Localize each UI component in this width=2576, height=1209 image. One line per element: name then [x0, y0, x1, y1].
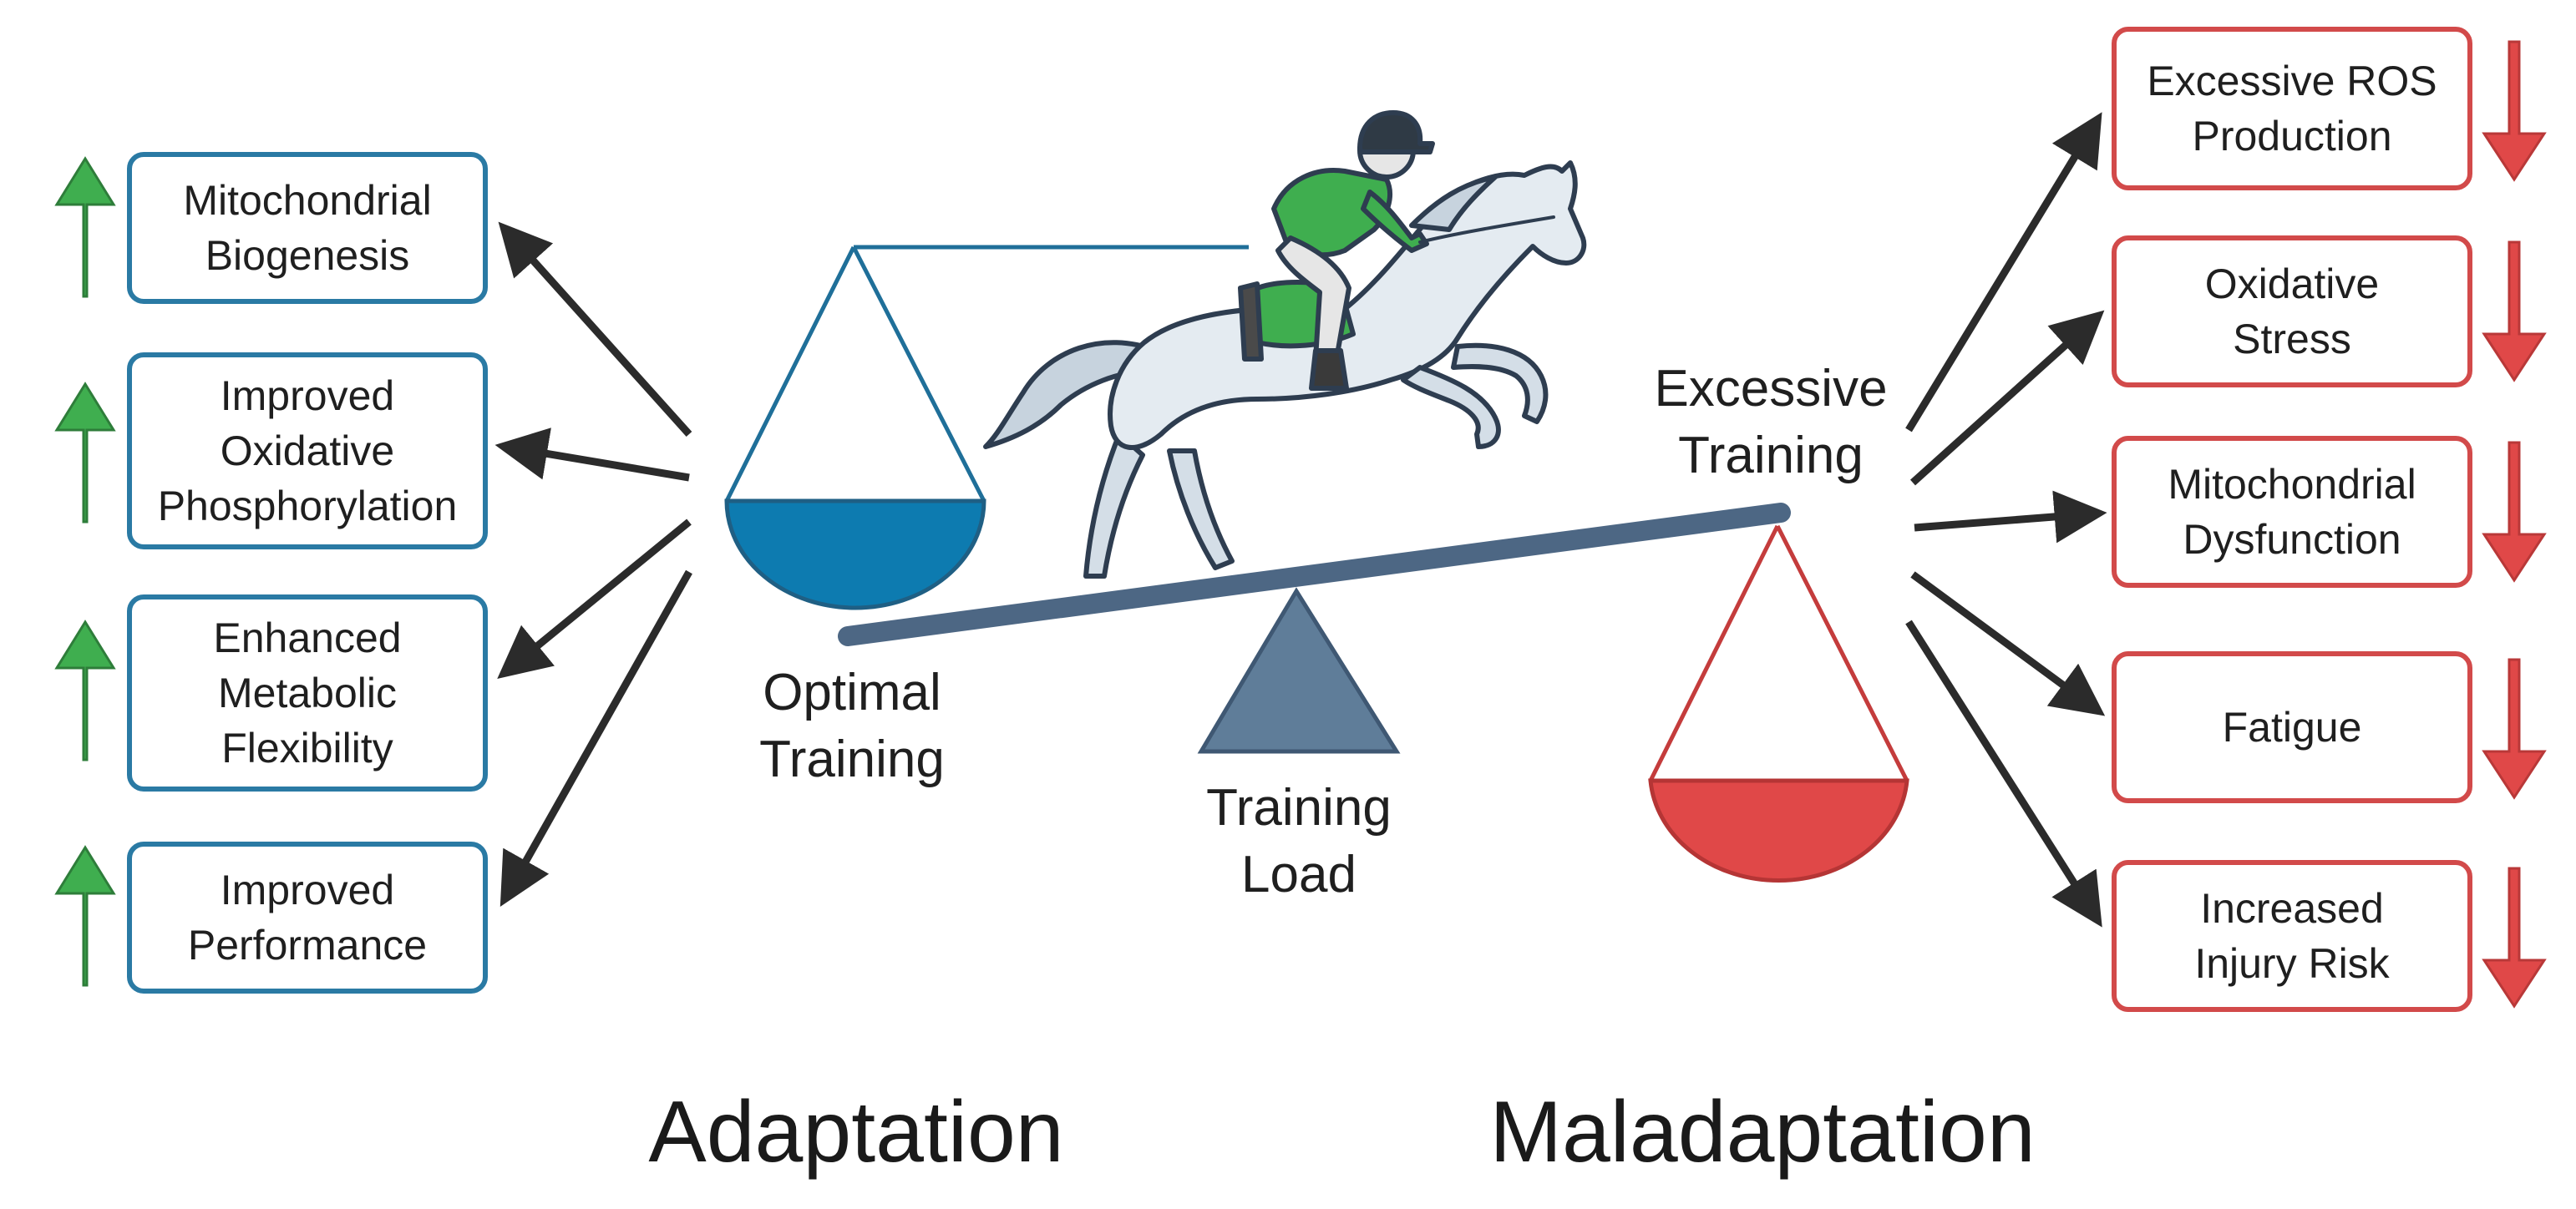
adaptation-heading: Adaptation [648, 1084, 1064, 1181]
box-text-line: Excessive ROS [2147, 58, 2437, 104]
up-arrow-icon [54, 156, 116, 298]
excessive-training-pan [1648, 524, 1909, 883]
box-text-line: Injury Risk [2194, 940, 2390, 987]
box-text-line: Improved [220, 372, 395, 419]
maladaptation-connector-arrows [1905, 112, 2107, 928]
balance-scale-icon [838, 503, 1791, 754]
label-line: Excessive [1654, 360, 1888, 417]
down-arrow-icon [2482, 867, 2547, 1009]
box-text-line: Metabolic [217, 670, 397, 716]
up-arrow-icon [54, 382, 116, 524]
connector-arrow [494, 427, 690, 482]
horse-rider-icon [983, 110, 1587, 579]
connector-arrow [1905, 620, 2102, 928]
down-arrow-icon [2482, 441, 2547, 583]
box-text-line: Oxidative [220, 427, 395, 474]
connector-arrow [499, 569, 692, 907]
box-text-line: Enhanced [213, 615, 402, 661]
label-line: Load [1241, 846, 1356, 903]
optimal-training-pan [724, 245, 1249, 610]
down-arrow-icon [2482, 240, 2547, 382]
box-text-line: Mitochondrial [2168, 461, 2416, 508]
down-arrow-icons [2482, 40, 2547, 1009]
down-arrow-icon [2482, 658, 2547, 800]
up-arrow-icon [54, 845, 116, 987]
connector-arrow [497, 519, 692, 679]
training-load-label: Training Load [1169, 775, 1428, 908]
box-text-line: Oxidative [2204, 261, 2380, 307]
box-text-line: Increased [2200, 885, 2384, 932]
label-line: Training [1206, 779, 1392, 837]
connector-arrow [1905, 112, 2102, 433]
label-line: Training [1678, 427, 1864, 484]
box-text-line: Improved [220, 867, 395, 913]
maladaptation-box-fatigue: Fatigue [2112, 651, 2472, 803]
box-text-line: Phosphorylation [157, 483, 458, 529]
box-text-line: Mitochondrial [183, 177, 432, 224]
box-text-line: Flexibility [221, 725, 393, 771]
box-text-line: Stress [2233, 316, 2351, 362]
excessive-training-label: Excessive Training [1637, 356, 1904, 489]
connector-arrow [498, 221, 692, 438]
box-text-line: Dysfunction [2183, 516, 2401, 563]
box-text-line: Biogenesis [205, 232, 410, 279]
maladaptation-heading: Maladaptation [1489, 1084, 2036, 1181]
box-text-line: Production [2192, 113, 2392, 159]
down-arrow-icon [2482, 40, 2547, 182]
adaptation-connector-arrows [494, 221, 692, 907]
maladaptation-box-excessive-ros: Excessive ROS Production [2112, 27, 2472, 190]
box-text-line: Performance [187, 922, 428, 969]
optimal-training-label: Optimal Training [718, 660, 986, 793]
up-arrow-icon [54, 620, 116, 761]
up-arrow-icons [54, 156, 116, 987]
connector-arrow [1909, 310, 2105, 486]
connector-arrow [1914, 490, 2107, 544]
connector-arrow [1910, 571, 2106, 716]
label-line: Optimal [763, 664, 941, 721]
box-text-line: Fatigue [2222, 704, 2362, 751]
label-line: Training [759, 731, 945, 788]
